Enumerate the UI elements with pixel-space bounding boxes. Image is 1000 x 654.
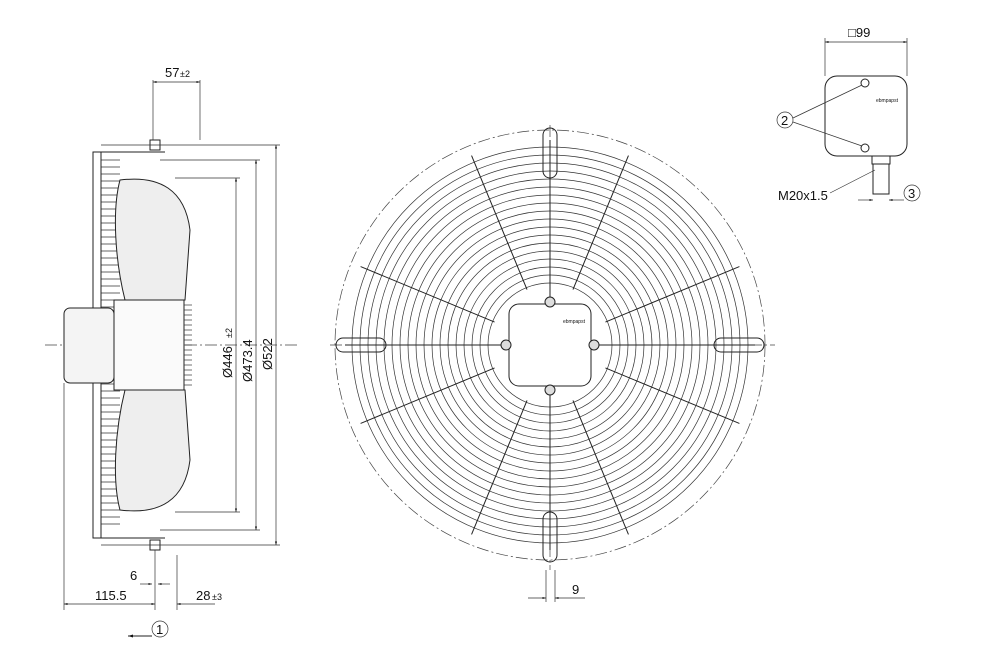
grille-spoke: [572, 400, 629, 535]
fan-blade-lower: [114, 389, 191, 512]
callout-circle-2: [776, 111, 794, 129]
grille-spoke: [471, 155, 528, 290]
terminal-box-body: [824, 75, 908, 157]
dim-slot: 9: [572, 582, 579, 597]
screw-top: [860, 78, 870, 88]
dim-box-size: □99: [848, 25, 870, 40]
dim-bolt-circle: Ø473.4: [240, 339, 255, 382]
thread-label: M20x1.5: [778, 188, 828, 203]
grille-spokes: [345, 140, 755, 550]
callout-airflow: 1: [156, 622, 163, 637]
grille-spoke: [360, 266, 495, 323]
dim-blade-diameter: Ø446: [220, 346, 235, 378]
cable-gland: [872, 163, 890, 195]
motor-housing: [63, 307, 115, 384]
terminal-box-detail: ebmpapst □99 2 M20x1.5 3: [776, 25, 921, 203]
dim-motor-offset-tol: ±3: [212, 592, 222, 602]
grille-spoke: [605, 367, 740, 424]
callout-gland: 3: [908, 186, 915, 201]
dim-blade-diameter-tol: ±2: [224, 328, 234, 338]
dim-flange: 6: [130, 568, 137, 583]
terminal-box-front: [508, 303, 592, 387]
grille-spoke: [471, 400, 528, 535]
front-view: ebmpapst 9: [330, 125, 775, 602]
motor-bolt: [544, 296, 556, 308]
grille-spoke: [572, 155, 629, 290]
callout-circle-3: [903, 184, 921, 202]
motor-bolt: [544, 384, 556, 396]
logo-front: ebmpapst: [563, 319, 586, 325]
dim-axial-offset-tol: ±2: [180, 69, 190, 79]
dim-depth: 115.5: [95, 588, 127, 603]
side-view: 57 ±2 Ø446 ±2 Ø473.4 Ø522 115.5 6 28 ±3 …: [45, 65, 300, 638]
cable-gland-nut: [871, 155, 891, 165]
dim-axial-offset: 57: [165, 65, 179, 80]
motor-bolt: [500, 339, 512, 351]
callout-circle-1: [151, 620, 169, 638]
motor-bolt: [588, 339, 600, 351]
screw-bottom: [860, 143, 870, 153]
callout-screws: 2: [781, 113, 788, 128]
mounting-lugs: [335, 127, 765, 563]
logo-box: ebmpapst: [876, 98, 899, 104]
mounting-feet: [149, 139, 161, 551]
motor-bolts: [500, 296, 600, 396]
grille-spoke: [605, 266, 740, 323]
dim-guard-diameter: Ø522: [260, 338, 275, 370]
rotor-fins: [184, 304, 192, 386]
rotor: [113, 299, 185, 391]
grille-spoke: [360, 367, 495, 424]
dim-motor-offset: 28: [196, 588, 210, 603]
fan-blade-upper: [114, 178, 191, 301]
